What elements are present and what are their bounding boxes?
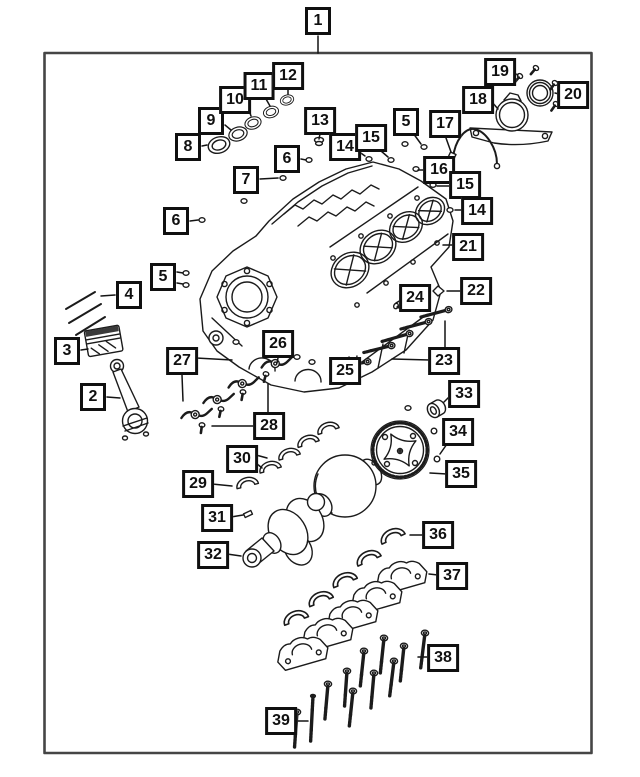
callout-33[interactable]: 33 [448,380,480,408]
stud-39 [308,693,317,744]
callout-22[interactable]: 22 [460,277,492,305]
callout-28[interactable]: 28 [253,412,285,440]
callout-3[interactable]: 3 [54,337,80,365]
callout-9[interactable]: 9 [198,107,224,135]
connecting-rod-illustration [109,358,150,441]
callout-2[interactable]: 2 [80,383,106,411]
callout-30[interactable]: 30 [226,445,258,473]
crankshaft-illustration [242,454,383,568]
callout-31[interactable]: 31 [201,504,233,532]
callout-35[interactable]: 35 [445,460,477,488]
key-illustration [242,509,254,519]
callout-29[interactable]: 29 [182,470,214,498]
callout-16[interactable]: 16 [423,156,455,184]
pilot-bushing-illustration [426,399,447,419]
cap-bolts [289,628,431,750]
callout-32[interactable]: 32 [197,541,229,569]
callout-34[interactable]: 34 [442,418,474,446]
callout-13[interactable]: 13 [304,107,336,135]
piston-rings-illustration [65,291,106,336]
callout-5[interactable]: 5 [393,108,419,136]
callout-8[interactable]: 8 [175,133,201,161]
callout-10[interactable]: 10 [219,86,251,114]
callout-21[interactable]: 21 [452,233,484,261]
callout-38[interactable]: 38 [427,644,459,672]
callout-11[interactable]: 11 [243,72,275,100]
callout-37[interactable]: 37 [436,562,468,590]
callout-6[interactable]: 6 [163,207,189,235]
callout-24[interactable]: 24 [399,284,431,312]
callout-1[interactable]: 1 [305,7,331,35]
callout-14[interactable]: 14 [461,197,493,225]
tone-wheel-illustration [370,420,430,480]
callout-27[interactable]: 27 [166,347,198,375]
callout-19[interactable]: 19 [484,58,516,86]
callout-18[interactable]: 18 [462,86,494,114]
piston-illustration [83,324,124,358]
small-plugs-and-dowels [182,136,454,411]
callout-4[interactable]: 4 [116,281,142,309]
rear-seal-illustration [526,79,554,107]
callout-17[interactable]: 17 [429,110,461,138]
callout-26[interactable]: 26 [262,330,294,358]
callout-25[interactable]: 25 [329,357,361,385]
callout-12[interactable]: 12 [272,62,304,90]
callout-23[interactable]: 23 [428,347,460,375]
callout-5[interactable]: 5 [150,263,176,291]
callout-39[interactable]: 39 [265,707,297,735]
callout-6[interactable]: 6 [274,145,300,173]
callout-36[interactable]: 36 [422,521,454,549]
callout-20[interactable]: 20 [557,81,589,109]
dowel-pins [430,427,441,463]
callout-7[interactable]: 7 [233,166,259,194]
callout-15[interactable]: 15 [449,171,481,199]
callout-15[interactable]: 15 [355,124,387,152]
